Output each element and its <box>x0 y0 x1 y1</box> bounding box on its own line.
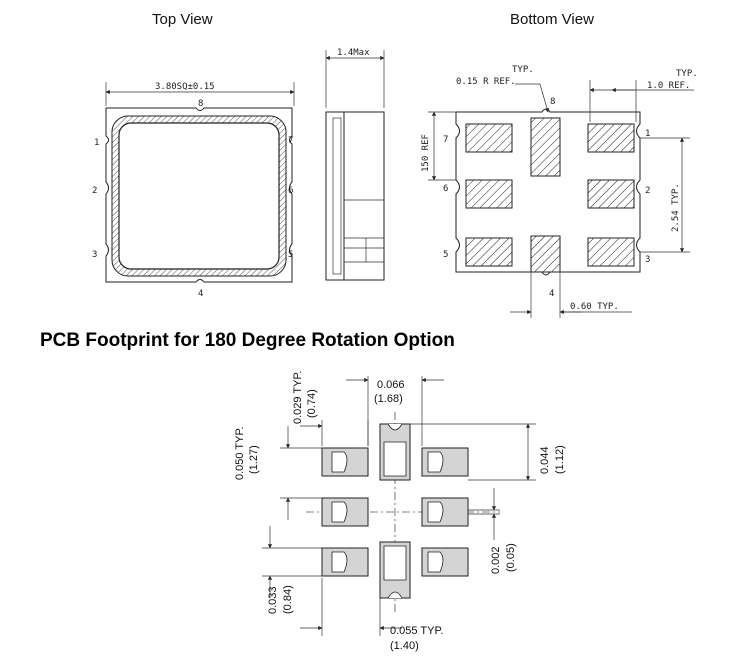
footprint-pad-mid-left <box>321 497 369 527</box>
footprint-pad-bottom-left <box>321 547 369 577</box>
fp-074-dimension: (0.74) <box>306 389 318 418</box>
bottom-pin-1: 1 <box>645 129 650 139</box>
fp-168-dimension: (1.68) <box>374 393 403 405</box>
bottom-pin-4: 4 <box>549 289 554 299</box>
fp-0033-dimension: 0.033 <box>267 586 279 614</box>
bottom-pad-3 <box>587 237 635 267</box>
fp-0029-typ-dimension: 0.029 TYP. <box>292 371 304 424</box>
top-view-drawing: 3.80SQ±0.15 1 2 3 4 5 6 7 8 <box>92 82 295 299</box>
footprint-pad-center-top <box>379 423 411 481</box>
footprint-pad-bottom-right <box>421 547 469 577</box>
fp-112-dimension: (1.12) <box>554 445 566 474</box>
bottom-pad-8 <box>530 117 561 177</box>
fp-0050-typ-dimension: 0.050 TYP. <box>234 427 246 480</box>
top-view-width-dimension: 3.80SQ±0.15 <box>155 82 215 92</box>
fp-140-dimension: (1.40) <box>390 640 419 652</box>
bottom-pad-6 <box>465 179 513 209</box>
bottom-pad-ref: 1.0 REF. <box>647 81 690 91</box>
bottom-pad-7 <box>465 123 513 153</box>
fp-005-dimension: (0.05) <box>505 543 517 572</box>
bottom-pin-6: 6 <box>443 184 448 194</box>
bottom-typ-pad-label: TYP. <box>676 69 698 79</box>
top-pin-7: 7 <box>288 136 293 146</box>
top-pin-2: 2 <box>92 186 97 196</box>
bottom-radius-ref: 0.15 R REF. <box>456 77 516 87</box>
bottom-view-drawing: TYP. 0.15 R REF. 8 TYP. 1.0 REF. 150 REF… <box>421 65 698 318</box>
bottom-060-typ-dimension: 0.60 TYP. <box>570 302 619 312</box>
fp-127-dimension: (1.27) <box>248 445 260 474</box>
pcb-footprint-title: PCB Footprint for 180 Degree Rotation Op… <box>40 330 455 351</box>
fp-0044-dimension: 0.044 <box>539 446 551 474</box>
top-pin-5: 5 <box>288 250 293 260</box>
top-pin-4: 4 <box>198 289 203 299</box>
footprint-pad-center-bottom <box>379 541 411 599</box>
fp-0055-typ-dimension: 0.055 TYP. <box>390 625 443 637</box>
fp-0002-dimension: 0.002 <box>490 546 502 574</box>
bottom-pad-5 <box>465 237 513 267</box>
bottom-pad-4 <box>530 235 561 273</box>
pcb-footprint-drawing: 0.066 (1.68) 0.029 TYP. (0.74) 0.050 TYP… <box>234 371 566 652</box>
bottom-pin-8: 8 <box>550 97 555 107</box>
footprint-pad-top-left <box>321 447 369 477</box>
side-view-height-dimension: 1.4Max <box>337 48 370 58</box>
footprint-pad-mid-right <box>421 497 469 527</box>
bottom-typ-label: TYP. <box>512 65 534 75</box>
top-view-title: Top View <box>152 11 213 28</box>
bottom-pad-1 <box>587 123 635 153</box>
top-pin-8: 8 <box>198 99 203 109</box>
top-pin-6: 6 <box>288 186 293 196</box>
bottom-pad-2 <box>587 179 635 209</box>
bottom-150-ref-dimension: 150 REF <box>421 134 431 172</box>
footprint-pad-top-right <box>421 447 469 477</box>
bottom-pin-3: 3 <box>645 255 650 265</box>
side-view-drawing: 1.4Max <box>325 48 385 281</box>
fp-0066-dimension: 0.066 <box>377 379 405 391</box>
bottom-pin-2: 2 <box>645 186 650 196</box>
top-pin-3: 3 <box>92 250 97 260</box>
top-pin-1: 1 <box>94 138 99 148</box>
bottom-view-title: Bottom View <box>510 11 594 28</box>
fp-084-dimension: (0.84) <box>282 585 294 614</box>
bottom-pin-7: 7 <box>443 135 448 145</box>
bottom-pin-5: 5 <box>443 250 448 260</box>
bottom-254-typ-dimension: 2.54 TYP. <box>671 183 681 232</box>
